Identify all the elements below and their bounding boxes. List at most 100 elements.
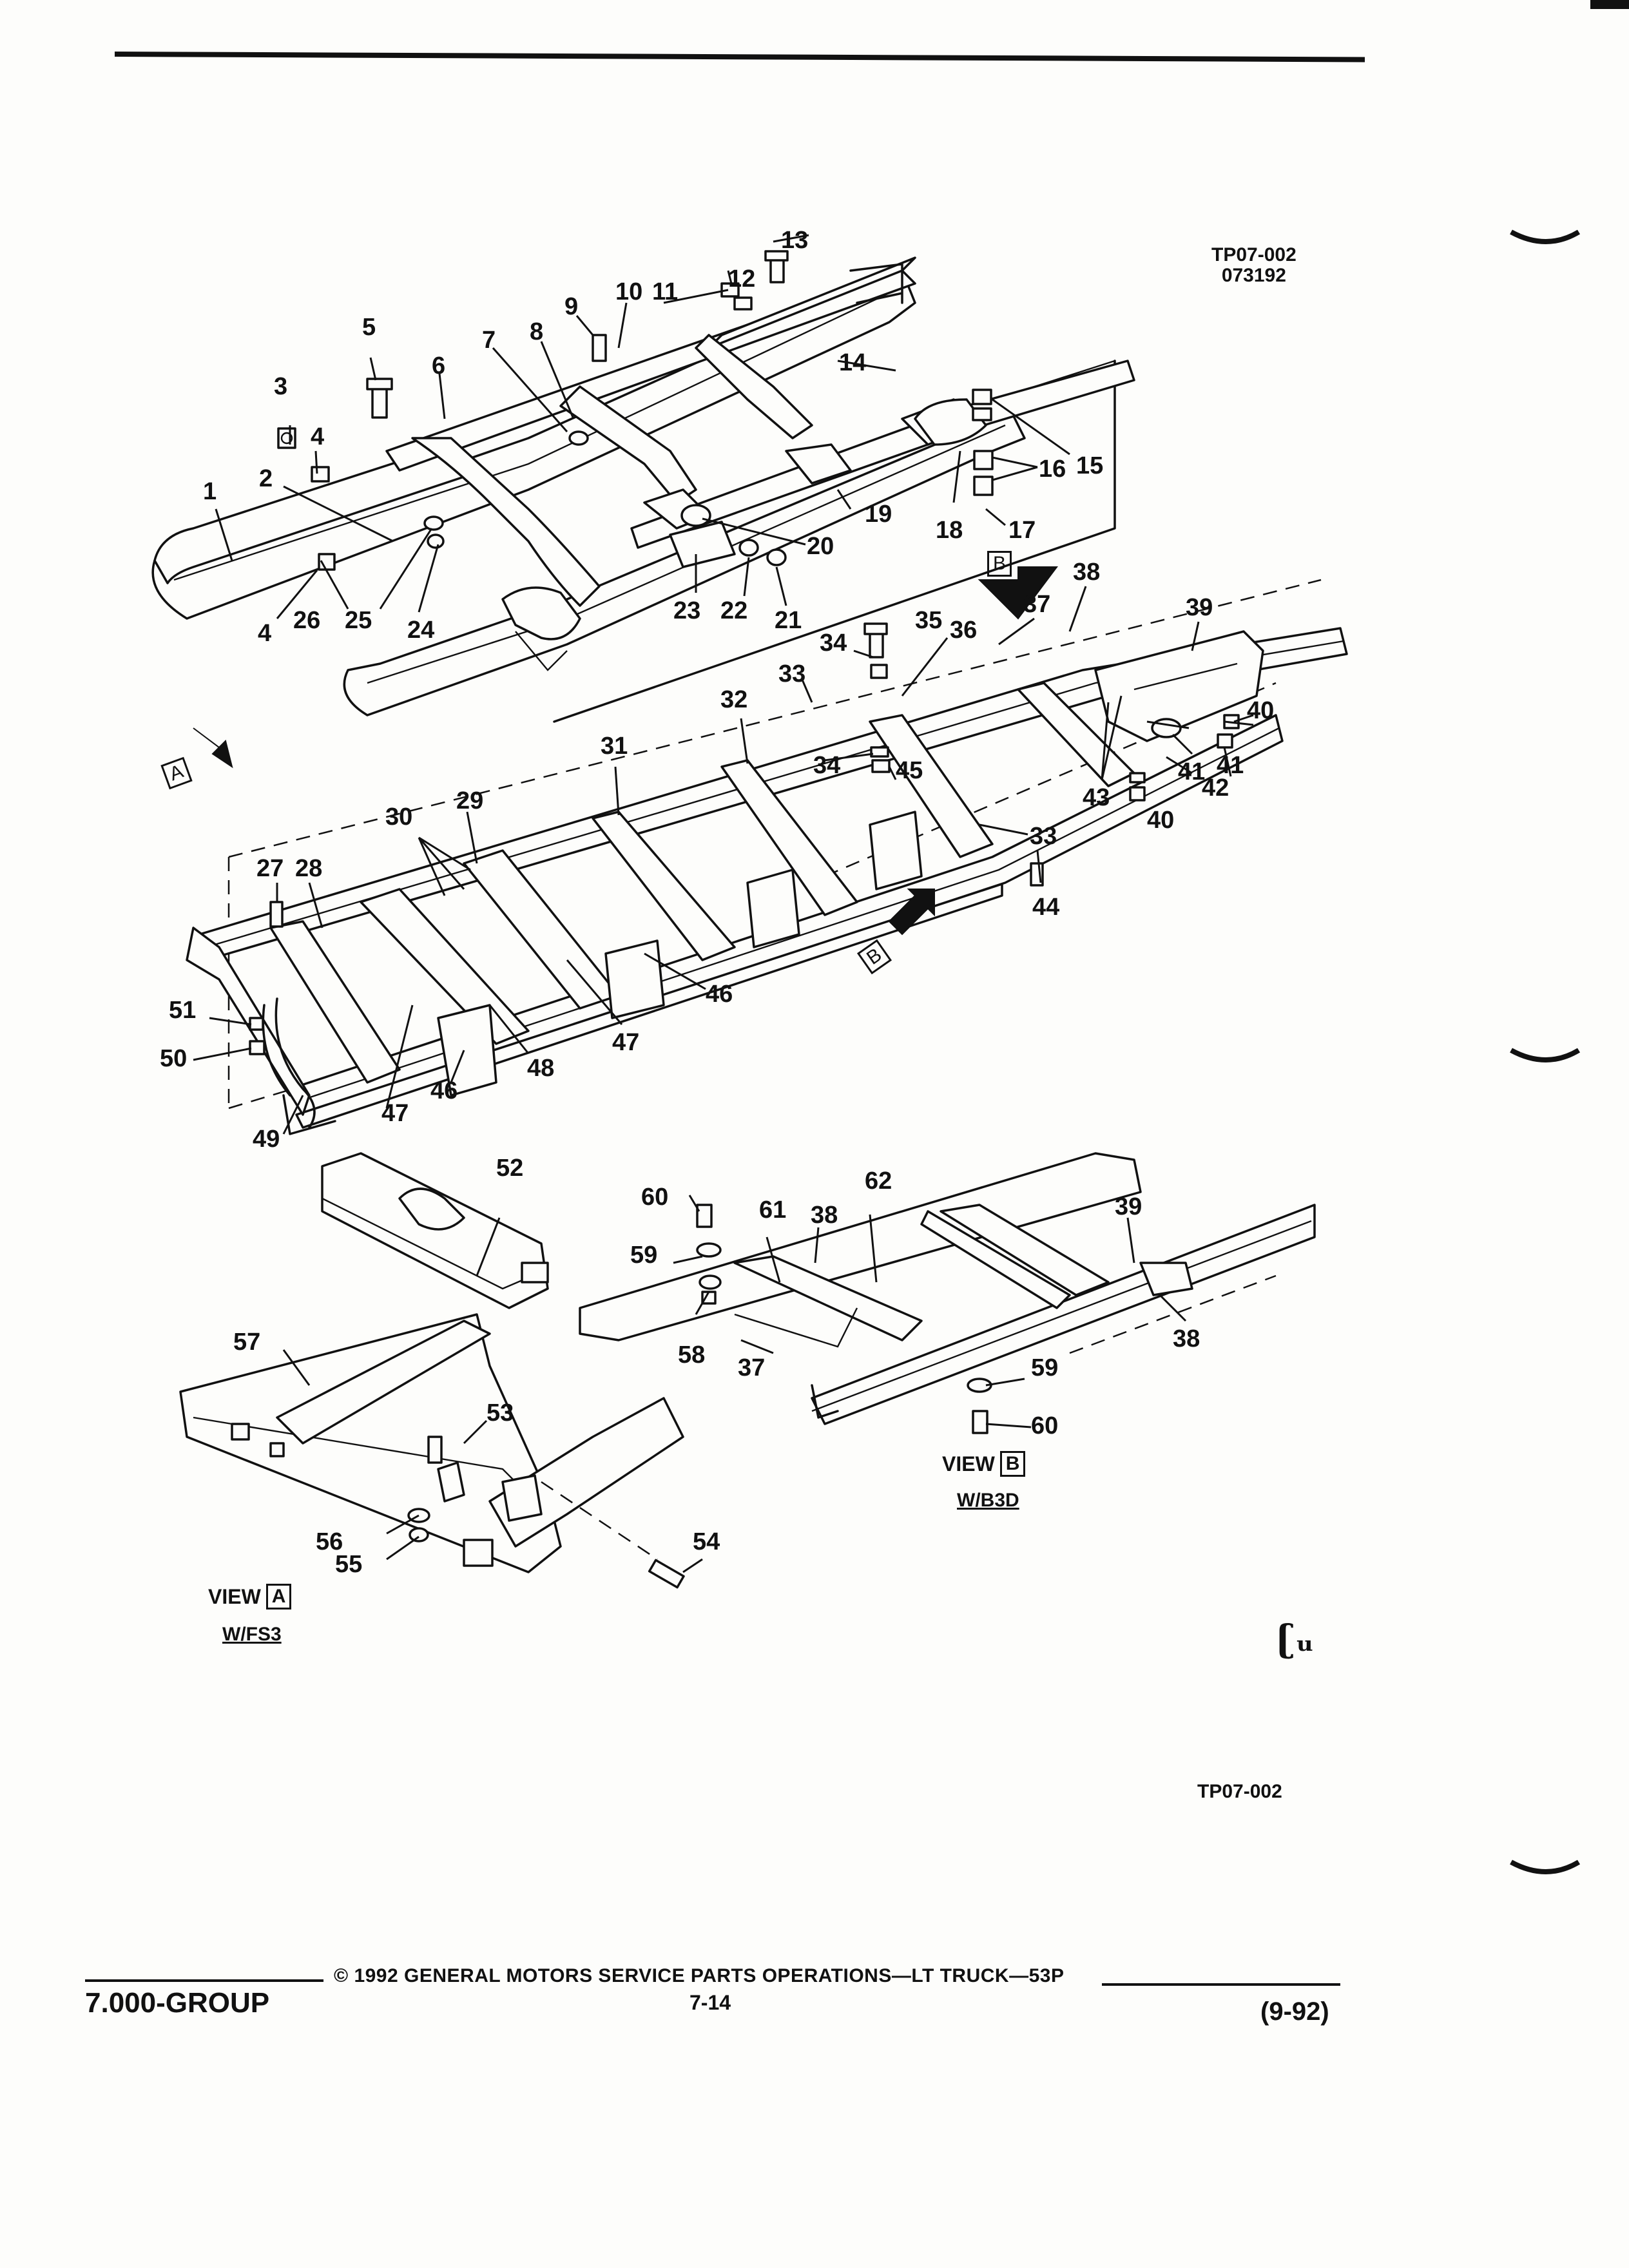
callout: 38 — [811, 1202, 838, 1229]
callout: 28 — [295, 855, 322, 882]
callout: 40 — [1247, 697, 1274, 724]
callout: 35 — [915, 607, 942, 634]
callout: 12 — [728, 265, 755, 293]
callout: 47 — [381, 1100, 409, 1127]
callout: 33 — [1030, 823, 1057, 850]
callout: 37 — [1023, 591, 1050, 618]
callout: 59 — [630, 1242, 657, 1269]
callout: 32 — [720, 686, 747, 713]
callout: 38 — [1173, 1325, 1200, 1352]
callout: 53 — [487, 1399, 514, 1427]
view-a-prefix: VIEW — [208, 1584, 261, 1608]
view-b-letter: B — [999, 1451, 1026, 1477]
callout: 45 — [896, 757, 923, 784]
callout: 37 — [738, 1354, 765, 1381]
callout: 16 — [1039, 456, 1066, 483]
diagram-code-bottom: TP07-002 — [1197, 1781, 1282, 1802]
callout: 51 — [169, 997, 196, 1024]
callout: 47 — [612, 1029, 639, 1056]
callout: 34 — [820, 629, 847, 657]
callout: 40 — [1147, 807, 1174, 834]
callout: 11 — [652, 278, 678, 305]
callout: 8 — [530, 318, 543, 345]
callout: 6 — [432, 352, 445, 380]
diagram-date-code: 073192 — [1221, 264, 1286, 286]
callout: 3 — [274, 373, 287, 400]
callout: 19 — [865, 501, 892, 528]
callout: 41 — [1178, 758, 1205, 785]
callout: 61 — [759, 1196, 786, 1224]
footer-page-number: 7-14 — [689, 1991, 731, 2014]
view-b-prefix: VIEW — [942, 1452, 995, 1475]
callout: 56 — [316, 1528, 343, 1555]
callout: 27 — [256, 855, 284, 882]
callout: 46 — [430, 1077, 458, 1104]
callout: 62 — [865, 1168, 892, 1195]
leader-lines — [193, 234, 1254, 1573]
callout: 44 — [1032, 894, 1059, 921]
callout: 22 — [720, 597, 747, 624]
callout: 24 — [407, 617, 434, 644]
callout: 30 — [385, 803, 412, 831]
footer-copyright: © 1992 GENERAL MOTORS SERVICE PARTS OPER… — [334, 1965, 1065, 1986]
hitch-bracket-52 — [321, 1152, 549, 1309]
callout: 18 — [936, 517, 963, 544]
binding-tick — [1510, 229, 1581, 244]
callout: 59 — [1031, 1354, 1058, 1381]
view-b-marker: B — [987, 551, 1012, 577]
callout: 34 — [813, 752, 840, 779]
callout: 5 — [362, 314, 376, 341]
callout: 60 — [1031, 1412, 1058, 1439]
view-a-frame — [179, 1313, 685, 1589]
callout: 23 — [673, 597, 700, 624]
view-b-label: VIEW B — [942, 1451, 1026, 1477]
callout: 57 — [233, 1329, 260, 1356]
diagram-code: TP07-002 — [1211, 244, 1296, 265]
footer-rule-right — [1102, 1983, 1340, 1986]
footer-date: (9-92) — [1260, 1997, 1329, 2026]
footer-group: 7.000-GROUP — [85, 1987, 270, 2019]
callout: 21 — [775, 607, 802, 634]
callout: 31 — [601, 733, 628, 760]
callout: 55 — [335, 1551, 362, 1578]
callout: 25 — [345, 607, 372, 634]
callout: 54 — [693, 1528, 720, 1555]
callout: 38 — [1073, 559, 1100, 586]
binding-tick — [1510, 1048, 1581, 1062]
callout: 4 — [311, 423, 324, 450]
callout: 7 — [482, 327, 496, 354]
callout: 17 — [1008, 517, 1036, 544]
callout: 52 — [496, 1155, 523, 1182]
callout: 9 — [564, 293, 578, 320]
front-frame-assembly — [151, 250, 1135, 723]
callout-labels: 1 2 3 4 4 5 6 7 8 9 10 11 12 13 14 15 16… — [160, 227, 1274, 1578]
callout: 20 — [807, 533, 834, 560]
view-a-label: VIEW A — [208, 1584, 292, 1610]
callout: 48 — [527, 1055, 554, 1082]
callout: 39 — [1186, 594, 1213, 621]
view-a-letter: A — [265, 1584, 292, 1610]
callout: 15 — [1076, 452, 1103, 479]
callout: 43 — [1083, 784, 1110, 811]
corner-mark — [1590, 0, 1629, 9]
view-a-caption: W/FS3 — [222, 1624, 282, 1645]
callout: 13 — [781, 227, 808, 254]
callout: 1 — [203, 478, 217, 505]
callout: 33 — [778, 660, 805, 687]
callout: 26 — [293, 607, 320, 634]
callout: 49 — [253, 1126, 280, 1153]
callout: 42 — [1202, 774, 1229, 802]
view-b-caption: W/B3D — [957, 1490, 1019, 1511]
callout: 41 — [1217, 752, 1244, 779]
binding-tick — [1510, 1860, 1581, 1874]
callout: 50 — [160, 1045, 187, 1072]
callout: 46 — [706, 981, 733, 1008]
ladder-frame-assembly — [186, 566, 1348, 1135]
callout: 14 — [839, 349, 866, 376]
footer-rule-left — [85, 1979, 323, 1982]
diagram-code-block: TP07-002 073192 — [1211, 245, 1296, 285]
callout: 36 — [950, 617, 977, 644]
view-b-frame — [579, 1152, 1316, 1434]
callout: 58 — [678, 1341, 705, 1369]
